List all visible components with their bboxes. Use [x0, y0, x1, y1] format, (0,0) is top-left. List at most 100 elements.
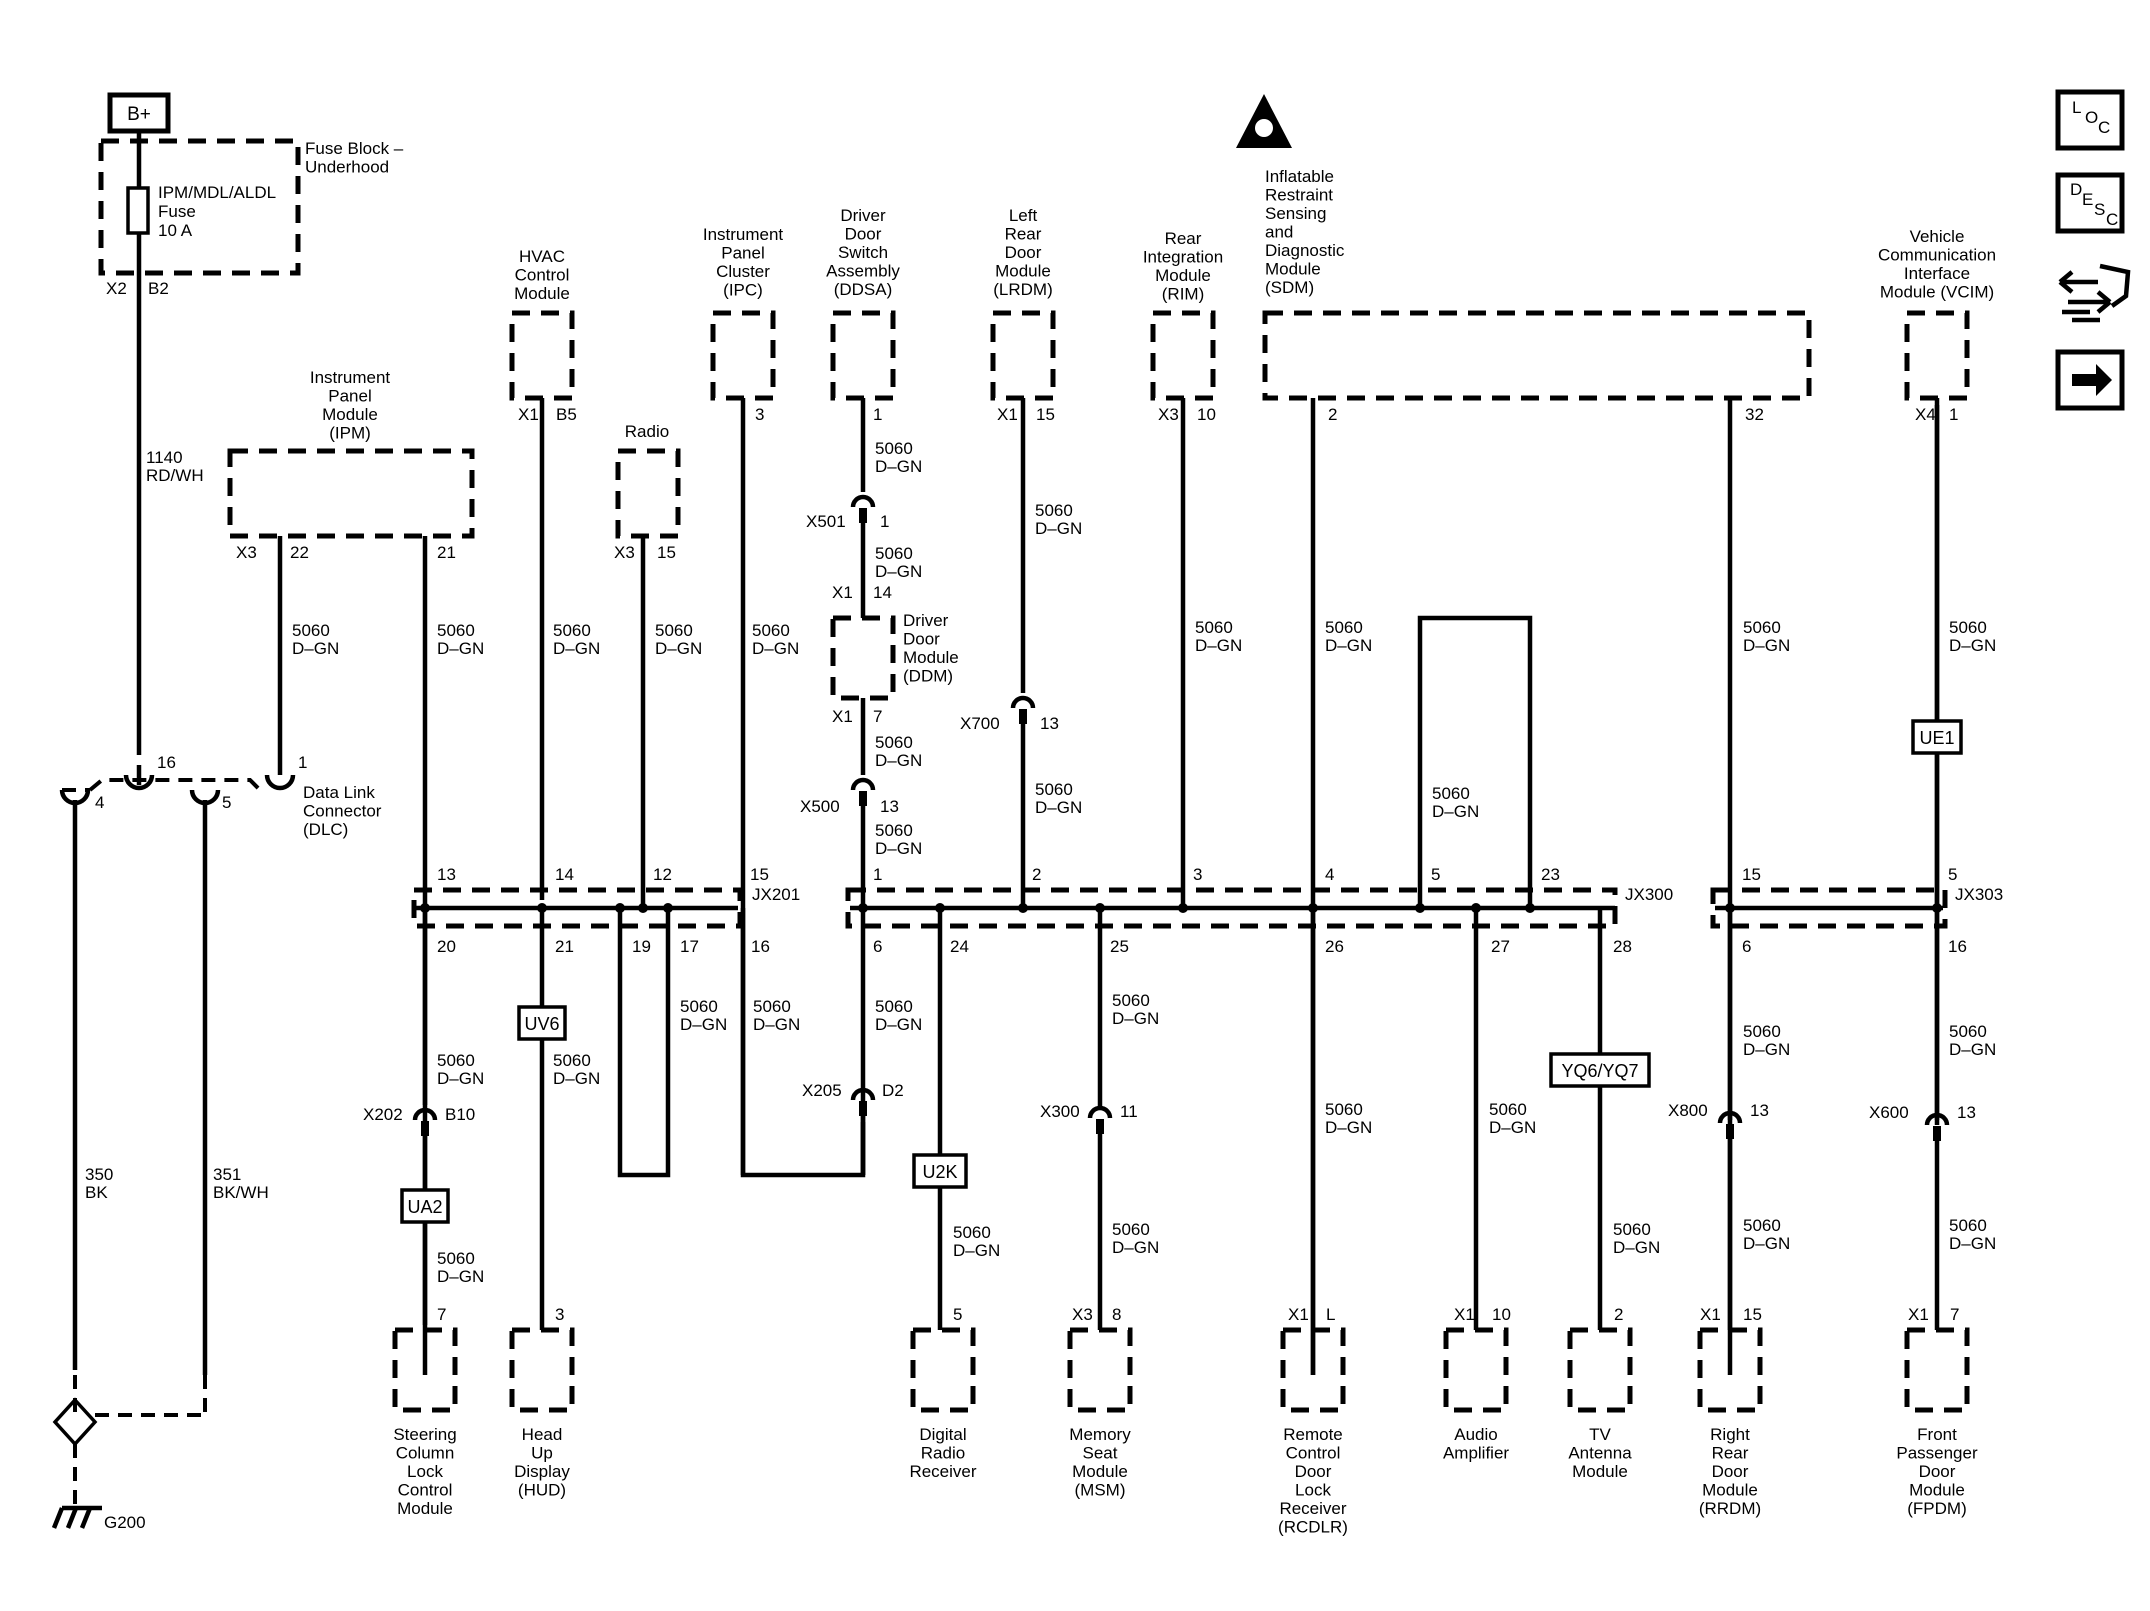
fuse-block-label: Underhood: [305, 158, 389, 177]
dlc-terminal: [123, 774, 155, 791]
wire-label: D–GN: [655, 639, 702, 658]
wire-label: 5060: [875, 733, 913, 752]
option-ua2-label: UA2: [407, 1197, 442, 1217]
fuse-symbol: [126, 186, 150, 235]
battery-label: B+: [127, 104, 151, 125]
wire-label: 5060: [1035, 501, 1073, 520]
desc-letter: D: [2070, 180, 2082, 199]
pin-label: 15: [1742, 865, 1761, 884]
option-yq6-box: [1549, 1052, 1651, 1088]
wiring-view-button[interactable]: [2058, 263, 2131, 323]
vcim-module-label: Interface: [1904, 264, 1970, 283]
ground-symbol: [65, 1507, 79, 1529]
fuse-label: IPM/MDL/ALDL: [158, 183, 276, 202]
wire-label: D–GN: [1325, 636, 1372, 655]
rim-module-outline: [1150, 310, 1216, 401]
fuse-block-outline: [98, 138, 301, 276]
ipm-label: Panel: [328, 387, 371, 406]
pin-label: 15: [1036, 405, 1055, 424]
option-uv6-label: UV6: [524, 1014, 559, 1034]
dlc-label: (DLC): [303, 820, 348, 839]
jx303-outline: [1710, 887, 1948, 929]
pin-label: 7: [873, 707, 882, 726]
arrow-right-icon: [2072, 364, 2112, 396]
amp-module-label: Amplifier: [1443, 1444, 1509, 1463]
pin-label: X700: [960, 714, 1000, 733]
sclcm-module-label: Module: [397, 1499, 453, 1518]
wire-label: 5060: [1112, 1220, 1150, 1239]
wire-label: 5060: [680, 997, 718, 1016]
ipc-module-label: Instrument: [703, 225, 784, 244]
loc-letter: C: [2098, 118, 2110, 137]
connector-pin: [421, 1121, 429, 1136]
pin-label: 7: [437, 1305, 446, 1324]
vcim-module-label: Communication: [1878, 246, 1996, 265]
radio-outline: [615, 448, 681, 539]
ddsa-module-label: Driver: [840, 206, 886, 225]
loc-button-frame: [2055, 89, 2125, 151]
rcdlr-module-label: Receiver: [1279, 1499, 1346, 1518]
sdm-outline: [1262, 310, 1812, 401]
pin-label: X600: [1869, 1103, 1909, 1122]
pin-label: 5: [222, 793, 231, 812]
sclcm-module-label: Control: [398, 1481, 453, 1500]
rim-module-label: Rear: [1165, 229, 1202, 248]
sdm-label: Restraint: [1265, 186, 1333, 205]
pin-label: B5: [556, 405, 577, 424]
wire-label: 5060: [875, 544, 913, 563]
rcdlr-module-outline: [1280, 1327, 1346, 1413]
pin-label: X1: [832, 583, 853, 602]
wire-label: D–GN: [875, 457, 922, 476]
inline-connector: [1087, 1105, 1113, 1119]
inline-connector: [850, 777, 876, 791]
pin-label: X1: [1454, 1305, 1475, 1324]
wire-label: 5060: [1489, 1100, 1527, 1119]
splice-dot: [1018, 903, 1028, 913]
hud-module-label: Up: [531, 1444, 553, 1463]
drr-module-label: Radio: [921, 1444, 965, 1463]
pin-label: 15: [750, 865, 769, 884]
pin-label: X2: [106, 279, 127, 298]
wire-label: 5060: [875, 439, 913, 458]
pin-label: 13: [437, 865, 456, 884]
rrdm-module-label: Door: [1712, 1462, 1749, 1481]
msm-module-label: Module: [1072, 1462, 1128, 1481]
ddsa-module-label: Switch: [838, 243, 888, 262]
fpdm-module-outline: [1904, 1327, 1970, 1413]
amp-module-label: Audio: [1454, 1425, 1497, 1444]
wire-label: 5060: [1949, 1216, 1987, 1235]
msm-module-label: Memory: [1069, 1425, 1131, 1444]
lrdm-module-label: Door: [1005, 243, 1042, 262]
pin-label: 1: [880, 512, 889, 531]
hud-module-label: Head: [522, 1425, 563, 1444]
wire-label: D–GN: [1743, 1234, 1790, 1253]
loc-button[interactable]: LOC: [2055, 89, 2125, 151]
pin-label: D2: [882, 1081, 904, 1100]
rcdlr-module-label: (RCDLR): [1278, 1518, 1348, 1537]
pin-label: X300: [1040, 1102, 1080, 1121]
next-button[interactable]: [2055, 349, 2125, 411]
ipm-label: Module: [322, 405, 378, 424]
lrdm-module-label: Left: [1009, 206, 1038, 225]
hvac-module-label: HVAC: [519, 247, 565, 266]
amp-module-outline: [1443, 1327, 1509, 1413]
wire-label: 5060: [1035, 780, 1073, 799]
inline-connector: [1010, 695, 1036, 709]
ddm-outline: [830, 615, 896, 701]
tv-module-label: Antenna: [1568, 1444, 1632, 1463]
wire-label: D–GN: [1325, 1118, 1372, 1137]
pin-label: L: [1326, 1305, 1335, 1324]
connector-pin: [1726, 1124, 1734, 1139]
pin-label: 2: [1614, 1305, 1623, 1324]
wire-label: 5060: [753, 997, 791, 1016]
pin-label: X3: [1072, 1305, 1093, 1324]
pin-label: 16: [751, 937, 770, 956]
wire-label: D–GN: [1949, 1040, 1996, 1059]
connector-pin: [1019, 709, 1027, 724]
wire-label: D–GN: [753, 1015, 800, 1034]
connector-wiring-icon: [2058, 263, 2131, 314]
pin-label: 19: [632, 937, 651, 956]
fuse-label: Fuse: [158, 202, 196, 221]
wire-label: D–GN: [553, 639, 600, 658]
